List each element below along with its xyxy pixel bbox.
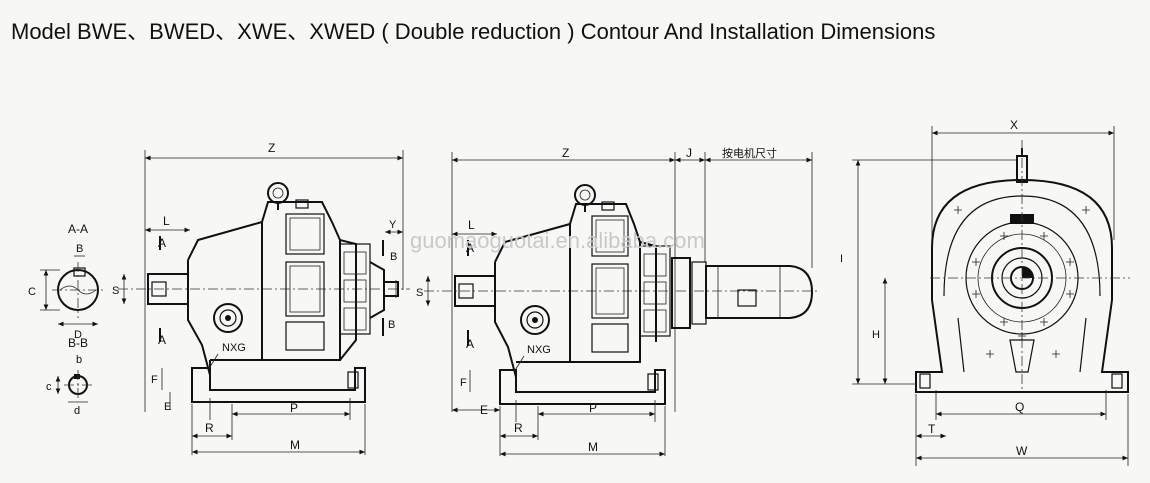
- label-h: H: [872, 329, 880, 341]
- reducer-side-view: Z L A A S: [112, 141, 410, 455]
- label-t: T: [928, 422, 936, 436]
- label-nxg-2: NXG: [527, 344, 551, 356]
- label-b-lower: b: [76, 354, 82, 366]
- reducer-motor-side-view: Z J 按电机尺寸 L A A S: [416, 146, 820, 457]
- label-y: Y: [389, 219, 397, 231]
- motor-body: [705, 265, 814, 319]
- label-s-2: S: [416, 287, 423, 299]
- terminal-box: [737, 289, 757, 307]
- label-aa: A-A: [68, 222, 88, 236]
- label-bb: B-B: [68, 336, 88, 350]
- label-p: P: [290, 401, 298, 415]
- lifting-eye: [267, 182, 289, 204]
- label-q: Q: [1015, 400, 1024, 414]
- label-b: B: [76, 243, 83, 255]
- label-nxg: NXG: [222, 342, 246, 354]
- label-c-lower: c: [46, 381, 52, 393]
- label-b-right-lower: B: [388, 319, 395, 331]
- label-c: C: [28, 286, 36, 298]
- label-e: E: [164, 401, 171, 413]
- watermark: guomaoguotai.en.alibaba.com: [410, 228, 705, 253]
- label-r: R: [205, 421, 214, 435]
- label-z: Z: [268, 141, 275, 155]
- label-l-2: L: [468, 218, 475, 232]
- section-details: A-A B C D B-B b c d: [28, 222, 105, 417]
- label-d-lower: d: [74, 405, 80, 417]
- label-m-2: M: [588, 440, 598, 454]
- label-motor-size: 按电机尺寸: [722, 146, 777, 160]
- label-m: M: [290, 438, 300, 452]
- label-w: W: [1016, 444, 1028, 458]
- label-s: S: [112, 285, 119, 297]
- output-shaft: [383, 281, 399, 297]
- label-b-right: B: [390, 251, 397, 263]
- reducer-front-view: X: [840, 118, 1130, 466]
- label-f-2: F: [460, 377, 467, 389]
- label-a-2-bottom: A: [466, 337, 474, 351]
- base-foot: [191, 367, 366, 403]
- label-d: D: [74, 329, 82, 341]
- label-f: F: [151, 374, 158, 386]
- label-x: X: [1010, 118, 1018, 132]
- label-p-2: P: [589, 401, 597, 415]
- label-j: J: [686, 146, 692, 160]
- label-r-2: R: [514, 421, 523, 435]
- label-a-2-top: A: [466, 241, 474, 255]
- label-z-2: Z: [562, 146, 569, 160]
- label-i: I: [840, 253, 843, 265]
- label-a-top: A: [158, 236, 166, 250]
- label-e-2: E: [480, 403, 488, 417]
- drawing-title: Model BWE、BWED、XWE、XWED ( Double reducti…: [11, 19, 936, 44]
- label-a-bottom: A: [158, 333, 166, 347]
- label-l: L: [163, 214, 170, 228]
